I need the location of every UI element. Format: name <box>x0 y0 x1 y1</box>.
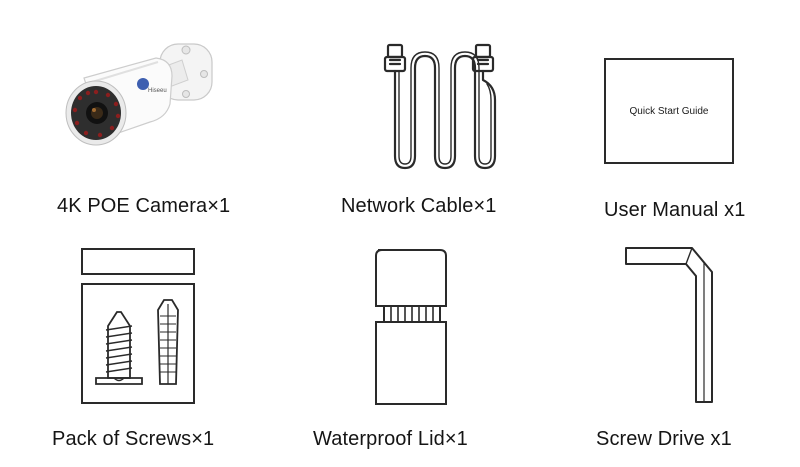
manual-label: User Manual x1 <box>604 199 746 221</box>
brand-logo-text: Hiseeu <box>148 88 167 94</box>
manual-cover-text: Quick Start Guide <box>629 105 709 117</box>
lid-label: Waterproof Lid×1 <box>313 428 468 450</box>
driver-label: Screw Drive x1 <box>596 428 732 450</box>
cable-label: Network Cable×1 <box>341 195 497 217</box>
quick-start-guide-booklet: Quick Start Guide <box>604 58 734 164</box>
screws-label: Pack of Screws×1 <box>52 428 215 450</box>
camera-label: 4K POE Camera×1 <box>57 195 231 217</box>
